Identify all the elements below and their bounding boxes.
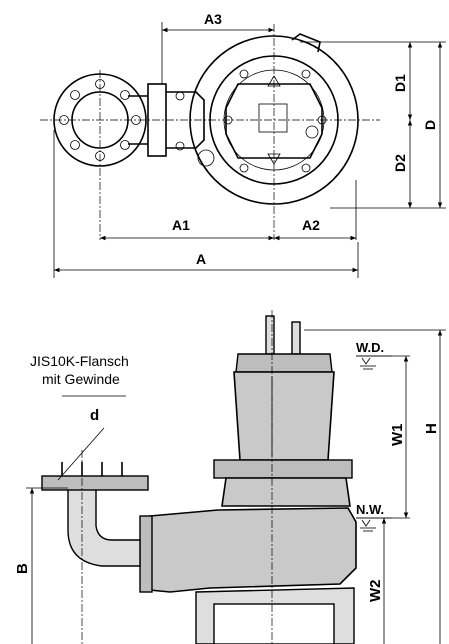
top-bolt-2 — [301, 69, 311, 79]
dim-label-d1: D1 — [392, 74, 408, 92]
dim-label-d: D — [422, 120, 438, 130]
side-motor-head — [235, 353, 333, 373]
side-lift-lug-right — [291, 321, 301, 355]
top-pipe-boss — [197, 149, 215, 167]
dim-label-w2: W2 — [367, 580, 384, 603]
side-discharge-top-flange — [41, 475, 149, 491]
flange-note-line1: JIS10K-Flansch — [30, 353, 129, 369]
dim-label-h: H — [423, 423, 440, 434]
top-bolt-3 — [239, 163, 249, 173]
side-view: JIS10K-Flansch mit Gewinde d W.D. N.W. W… — [14, 310, 446, 644]
side-base-window — [213, 603, 335, 644]
top-bolt-4 — [301, 163, 311, 173]
side-volute-top — [221, 477, 351, 507]
water-level-wd: W.D. — [356, 340, 384, 355]
side-motor-body — [233, 371, 335, 461]
flange-size-leader — [57, 427, 105, 481]
dim-label-a3: A3 — [204, 11, 222, 27]
top-neck-bolt-2 — [175, 141, 185, 151]
nw-water-symbol — [360, 519, 376, 532]
top-center-block — [258, 103, 288, 133]
top-neck-bolt-1 — [175, 91, 185, 101]
side-flange-studs — [61, 462, 123, 476]
top-view: A3 D1 D2 D A1 A2 A — [40, 11, 446, 278]
dim-label-d2: D2 — [392, 154, 408, 172]
side-volute-casing — [149, 507, 357, 593]
dim-label-w1: W1 — [389, 424, 406, 447]
dim-label-a2: A2 — [302, 217, 320, 233]
flange-note-line2: mit Gewinde — [42, 371, 120, 387]
dim-label-a1: A1 — [172, 217, 190, 233]
side-elbow-pipe — [67, 487, 141, 567]
dim-label-b: B — [14, 563, 31, 574]
dim-label-a: A — [196, 251, 206, 267]
top-bolt-1 — [239, 69, 249, 79]
side-lift-lug-left — [265, 315, 275, 355]
wd-water-symbol — [360, 357, 376, 370]
flange-size-label: d — [90, 407, 99, 424]
top-fitting-3 — [305, 125, 319, 139]
side-motor-flange — [213, 459, 353, 479]
water-level-nw: N.W. — [356, 502, 384, 517]
side-discharge-flange — [139, 515, 153, 593]
top-lifting-lug — [291, 33, 321, 53]
